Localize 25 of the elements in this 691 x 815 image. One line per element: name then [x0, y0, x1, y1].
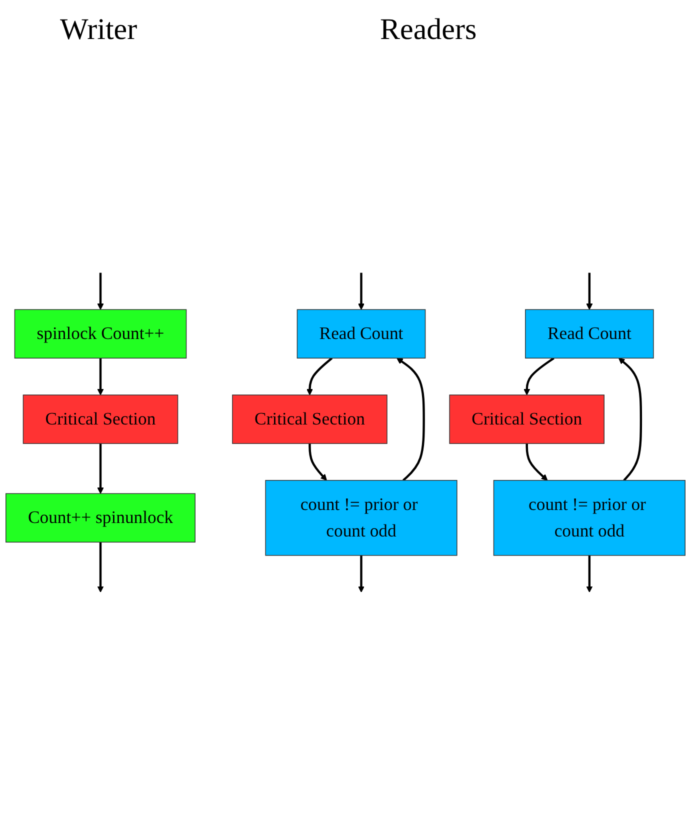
- node-box: count != prior or count odd: [265, 480, 458, 556]
- arrow: [358, 272, 364, 310]
- column-heading: Writer: [60, 13, 138, 47]
- node-box: Read Count: [525, 309, 654, 359]
- arrow: [97, 444, 104, 494]
- node-box: Read Count: [296, 309, 426, 359]
- arrow: [358, 555, 364, 593]
- arrow: [306, 357, 333, 396]
- arrow: [97, 358, 104, 396]
- node-box: Critical Section: [449, 394, 604, 444]
- column-heading: Readers: [380, 13, 477, 47]
- arrow: [586, 555, 593, 593]
- arrow: [524, 357, 554, 396]
- arrow: [618, 358, 642, 482]
- node-box: Critical Section: [22, 394, 178, 444]
- node-box: Count++ spinunlock: [6, 493, 196, 543]
- node-box: spinlock Count++: [14, 309, 187, 359]
- arrow: [526, 444, 548, 481]
- arrow: [586, 272, 593, 310]
- node-box: count != prior or count odd: [493, 480, 686, 556]
- node-box: Critical Section: [232, 394, 388, 444]
- arrow: [97, 272, 104, 310]
- arrow: [396, 358, 425, 482]
- arrow: [97, 542, 104, 593]
- arrow: [308, 444, 327, 481]
